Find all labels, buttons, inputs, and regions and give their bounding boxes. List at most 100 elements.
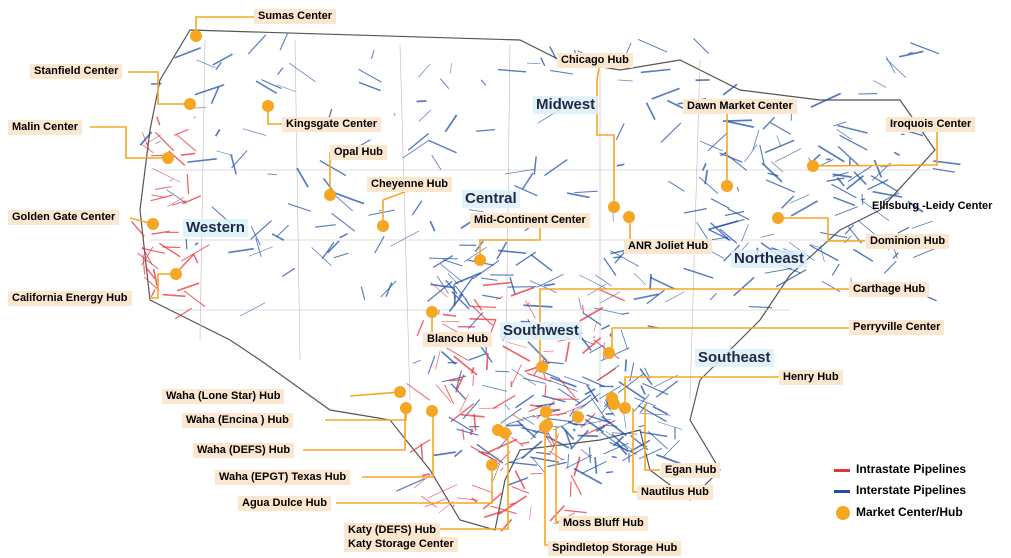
- pipeline-segment: [142, 132, 150, 150]
- pipeline-segment: [780, 195, 795, 209]
- pipeline-segment: [550, 376, 577, 388]
- pipeline-segment: [242, 128, 267, 136]
- pipeline-segment: [885, 56, 896, 74]
- pipeline-segment: [867, 179, 889, 191]
- pipeline-segment: [512, 414, 524, 422]
- pipeline-segment: [509, 502, 516, 506]
- pipeline-segment: [580, 449, 592, 459]
- pipeline-segment: [548, 379, 578, 392]
- pipeline-segment: [590, 397, 606, 418]
- pipeline-segment: [130, 220, 145, 237]
- pipeline-segment: [533, 156, 537, 175]
- pipeline-segment: [637, 404, 667, 423]
- pipeline-segment: [762, 116, 776, 130]
- pipeline-segment: [609, 441, 637, 455]
- pipeline-segment: [853, 171, 867, 186]
- pipeline-segment: [560, 458, 566, 461]
- pipeline-segment: [511, 486, 530, 494]
- pipeline-segment: [709, 250, 725, 259]
- pipeline-segment: [809, 243, 822, 249]
- pipeline-segment: [248, 246, 273, 257]
- hub-label-agua-dulce: Agua Dulce Hub: [238, 496, 331, 511]
- pipeline-segment: [480, 79, 487, 86]
- pipeline-segment: [508, 461, 538, 466]
- pipeline-segment: [435, 384, 452, 403]
- pipeline-segment: [776, 135, 782, 147]
- leader-line: [539, 288, 849, 367]
- pipeline-segment: [438, 309, 440, 315]
- pipeline-segment: [724, 210, 745, 217]
- pipeline-segment: [770, 122, 791, 135]
- pipeline-segment: [511, 368, 537, 386]
- pipeline-segment: [413, 472, 434, 489]
- hub-label-katy-defs: Katy (DEFS) Hub: [344, 523, 440, 538]
- pipeline-segment: [549, 46, 558, 60]
- hub-marker: [184, 98, 196, 110]
- pipeline-segment: [543, 350, 554, 352]
- pipeline-segment: [570, 429, 589, 450]
- pipeline-segment: [214, 128, 221, 137]
- pipeline-segment: [179, 253, 195, 270]
- pipeline-segment: [158, 242, 181, 258]
- pipeline-segment: [505, 168, 535, 175]
- pipeline-segment: [637, 38, 668, 53]
- pipeline-segment: [603, 257, 617, 276]
- hub-marker: [807, 160, 819, 172]
- pipeline-segment: [468, 353, 486, 361]
- pipeline-segment: [430, 281, 448, 298]
- pipeline-segment: [480, 451, 490, 455]
- hub-label-spindletop: Spindletop Storage Hub: [548, 541, 682, 556]
- pipeline-segment: [522, 416, 535, 425]
- pipeline-segment: [563, 375, 591, 386]
- pipeline-segment: [479, 407, 499, 409]
- pipeline-segment: [514, 185, 538, 197]
- pipeline-segment: [834, 206, 858, 216]
- pipeline-segment: [579, 274, 608, 290]
- pipeline-segment: [526, 372, 552, 383]
- pipeline-segment: [933, 160, 961, 166]
- pipeline-segment: [507, 341, 528, 349]
- pipeline-segment: [239, 302, 266, 317]
- leader-line: [303, 408, 406, 451]
- hub-label-stanfield: Stanfield Center: [30, 64, 123, 79]
- pipeline-segment: [873, 159, 883, 178]
- pipeline-segment: [557, 388, 581, 404]
- hub-marker: [162, 152, 174, 164]
- pipeline-segment: [882, 192, 900, 202]
- hub-marker: [540, 406, 552, 418]
- pipeline-segment: [339, 232, 349, 239]
- pipeline-segment: [647, 431, 668, 450]
- pipeline-segment: [752, 129, 760, 151]
- hub-marker: [486, 459, 498, 471]
- pipeline-segment: [331, 212, 356, 232]
- pipeline-segment: [620, 329, 629, 350]
- pipeline-segment: [589, 344, 604, 354]
- pipeline-segment: [497, 249, 527, 254]
- pipeline-segment: [837, 145, 860, 167]
- hub-marker: [608, 201, 620, 213]
- pipeline-segment: [652, 405, 669, 415]
- pipeline-segment: [616, 163, 625, 167]
- pipeline-segment: [704, 170, 709, 185]
- region-midwest: Midwest: [533, 96, 599, 114]
- pipeline-segment: [558, 378, 576, 399]
- pipeline-segment: [665, 291, 685, 303]
- pipeline-segment: [468, 209, 484, 213]
- pipeline-segment: [456, 428, 479, 436]
- pipeline-segment: [427, 355, 436, 374]
- pipeline-segment: [748, 305, 773, 309]
- pipeline-segment: [584, 418, 605, 433]
- pipeline-segment: [492, 394, 516, 410]
- pipeline-segment: [536, 402, 555, 408]
- pipeline-segment: [543, 283, 555, 287]
- pipeline-segment: [454, 285, 468, 301]
- pipeline-segment: [469, 318, 497, 321]
- pipeline-segment: [596, 367, 617, 382]
- pipeline-segment: [485, 353, 489, 371]
- pipeline-segment: [733, 276, 755, 297]
- pipeline-segment: [212, 53, 233, 66]
- pipeline-segment: [333, 252, 349, 259]
- pipeline-segment: [621, 312, 630, 315]
- pipeline-segment: [618, 381, 646, 400]
- pipeline-segment: [594, 456, 598, 474]
